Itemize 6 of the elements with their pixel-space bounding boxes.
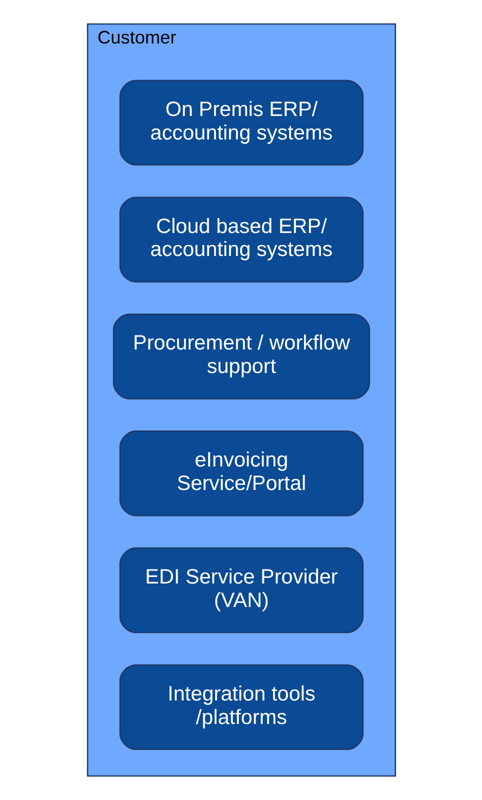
node-box: EDI Service Provider (VAN) [118,547,364,634]
node-box: Procurement / workflow support [112,314,370,400]
node-box: eInvoicing Service/Portal [118,430,364,516]
node-box: Cloud based ERP/ accounting systems [118,196,364,282]
node-box: Integration tools /platforms [118,664,364,750]
node-box: On Premis ERP/ accounting systems [118,80,364,166]
